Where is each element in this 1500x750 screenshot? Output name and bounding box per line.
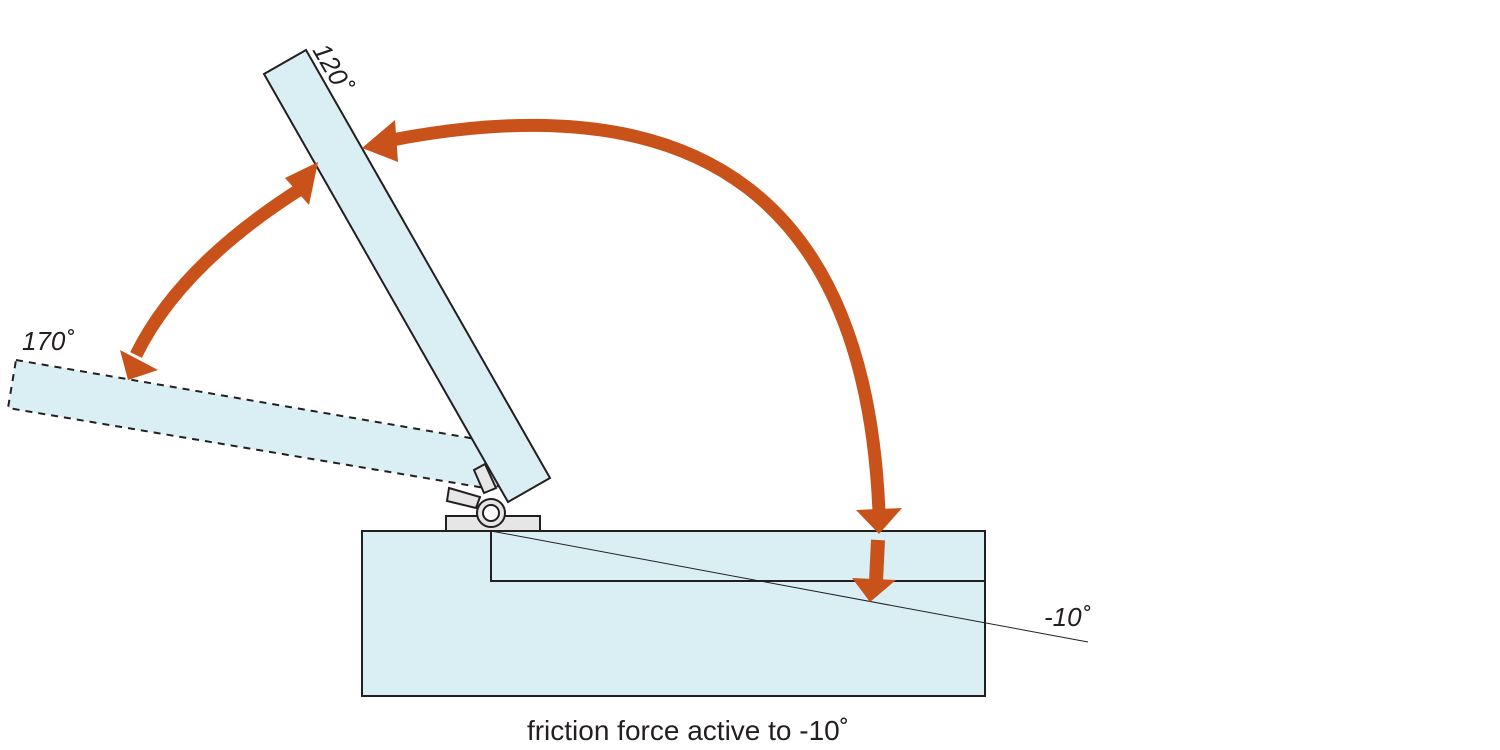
- caption: friction force active to -10˚: [527, 715, 849, 746]
- arrowhead-170-end: [120, 350, 158, 380]
- lid-170-dashed-outline: [6, 358, 507, 492]
- lid-120-panel: [262, 48, 552, 504]
- cabinet-inner-ledge: [490, 531, 985, 582]
- hinge-leaf-upper: [472, 462, 498, 495]
- hinge-knuckle-inner: [482, 504, 500, 522]
- arrowhead-120-small: [285, 162, 318, 205]
- arc-arrow-120-to-170: [130, 182, 306, 358]
- base-cabinet: [361, 530, 986, 697]
- arrowhead-0-end: [856, 508, 902, 534]
- arrow-0-to-minus-10: [869, 539, 885, 583]
- arrowhead-120-end: [362, 120, 398, 162]
- arc-arrow-120-to-0: [390, 118, 886, 513]
- label-minus-10: -10˚: [1044, 602, 1091, 632]
- arrowhead-minus-10: [852, 578, 896, 602]
- label-170: 170˚: [22, 326, 74, 356]
- minus-10-reference-line: [490, 530, 1089, 643]
- hinge-leaf-left: [445, 486, 482, 510]
